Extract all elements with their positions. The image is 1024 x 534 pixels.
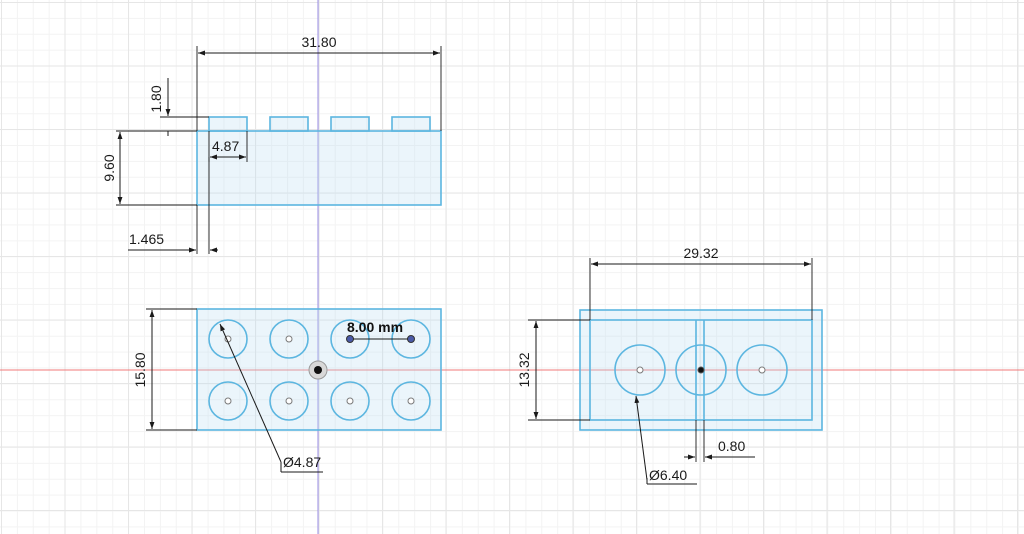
bottom-tube[interactable]	[675, 344, 727, 396]
side-body[interactable]	[196, 130, 442, 206]
dim-stud-diameter-label: Ø4.87	[283, 454, 321, 470]
dim-stud-diameter[interactable]: Ø4.87	[219, 323, 323, 473]
dim-bottom-height[interactable]: 13.32	[516, 319, 590, 421]
side-view[interactable]	[196, 116, 442, 206]
bottom-view[interactable]	[579, 309, 823, 431]
side-stud-4[interactable]	[391, 116, 431, 132]
stud-circle[interactable]	[391, 381, 431, 421]
dim-body-height[interactable]: 9.60	[101, 130, 197, 206]
stud-circle[interactable]	[208, 319, 248, 359]
side-stud-1[interactable]	[208, 116, 248, 132]
dim-plan-height[interactable]: 15.80	[132, 308, 197, 431]
dim-stud-pitch-label: 8.00 mm	[347, 319, 403, 335]
stud-circle[interactable]	[208, 381, 248, 421]
stud-circle[interactable]	[269, 381, 309, 421]
dim-stud-height[interactable]: 1.80	[148, 78, 209, 136]
side-stud-3[interactable]	[330, 116, 370, 132]
dim-plan-height-label: 15.80	[132, 352, 148, 387]
stud-center-points	[224, 335, 415, 405]
bottom-tube[interactable]	[614, 344, 666, 396]
dim-tube-diameter[interactable]: Ø6.40	[634, 395, 697, 485]
dim-rib-width-label: 0.80	[718, 438, 745, 454]
dim-stud-height-label: 1.80	[148, 85, 164, 112]
selected-point[interactable]	[346, 335, 354, 343]
selected-point[interactable]	[407, 335, 415, 343]
dim-rib-width[interactable]: 0.80	[684, 420, 755, 462]
dim-stud-pitch[interactable]: 8.00 mm	[347, 319, 408, 340]
origin-point[interactable]	[308, 360, 328, 380]
stud-row-bottom[interactable]	[208, 381, 431, 421]
dim-stud-offset[interactable]: 1.465	[128, 157, 218, 254]
dim-stud-offset-label: 1.465	[129, 231, 164, 247]
side-stud-2[interactable]	[269, 116, 309, 132]
dim-stud-width[interactable]: 4.87	[208, 131, 248, 162]
dim-stud-width-label: 4.87	[212, 138, 239, 154]
dim-tube-diameter-label: Ø6.40	[649, 467, 687, 483]
tube-center-selected[interactable]	[697, 366, 705, 374]
dim-bottom-width[interactable]: 29.32	[589, 245, 813, 320]
dim-bottom-height-label: 13.32	[516, 352, 532, 387]
dim-body-height-label: 9.60	[101, 154, 117, 181]
stud-circle[interactable]	[269, 319, 309, 359]
tube-center-points	[636, 366, 766, 374]
dim-bottom-width-label: 29.32	[683, 245, 718, 261]
dim-top-width-label: 31.80	[301, 34, 336, 50]
stud-circle[interactable]	[330, 381, 370, 421]
bottom-tube[interactable]	[736, 344, 788, 396]
bottom-inner-wall[interactable]	[589, 319, 813, 421]
